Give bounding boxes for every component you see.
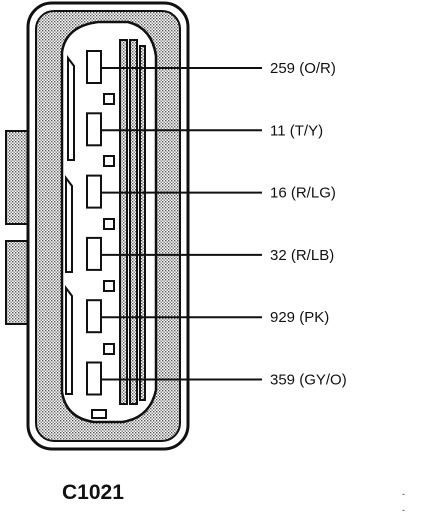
- pin-label-1: 259 (O/R): [270, 60, 336, 77]
- pin-cavity-6: [86, 361, 102, 396]
- pin-label-5: 929 (PK): [270, 309, 329, 326]
- cavity-ribs: [65, 39, 146, 419]
- pin-cavity-1: [86, 50, 102, 84]
- pin-label-3: 16 (R/LG): [270, 185, 336, 202]
- pin-cavity-2: [86, 112, 102, 147]
- pin-callouts: 259 (O/R) 11 (T/Y) 16 (R/LG) 32 (R/LB) 929 (…: [101, 60, 347, 389]
- pin-label-2: 11 (T/Y): [270, 122, 323, 139]
- pin-cavities: [86, 50, 102, 396]
- pin-cavity-4: [86, 236, 102, 271]
- connector-id: C1021: [62, 481, 124, 504]
- pin-cavity-3: [86, 174, 102, 209]
- pin-label-4: 32 (R/LB): [270, 247, 334, 264]
- footer-mark-1: -: [402, 489, 405, 499]
- footer-mark-2: -: [402, 505, 405, 514]
- pin-cavity-5: [86, 299, 102, 334]
- pin-label-6: 359 (GY/O): [270, 372, 347, 389]
